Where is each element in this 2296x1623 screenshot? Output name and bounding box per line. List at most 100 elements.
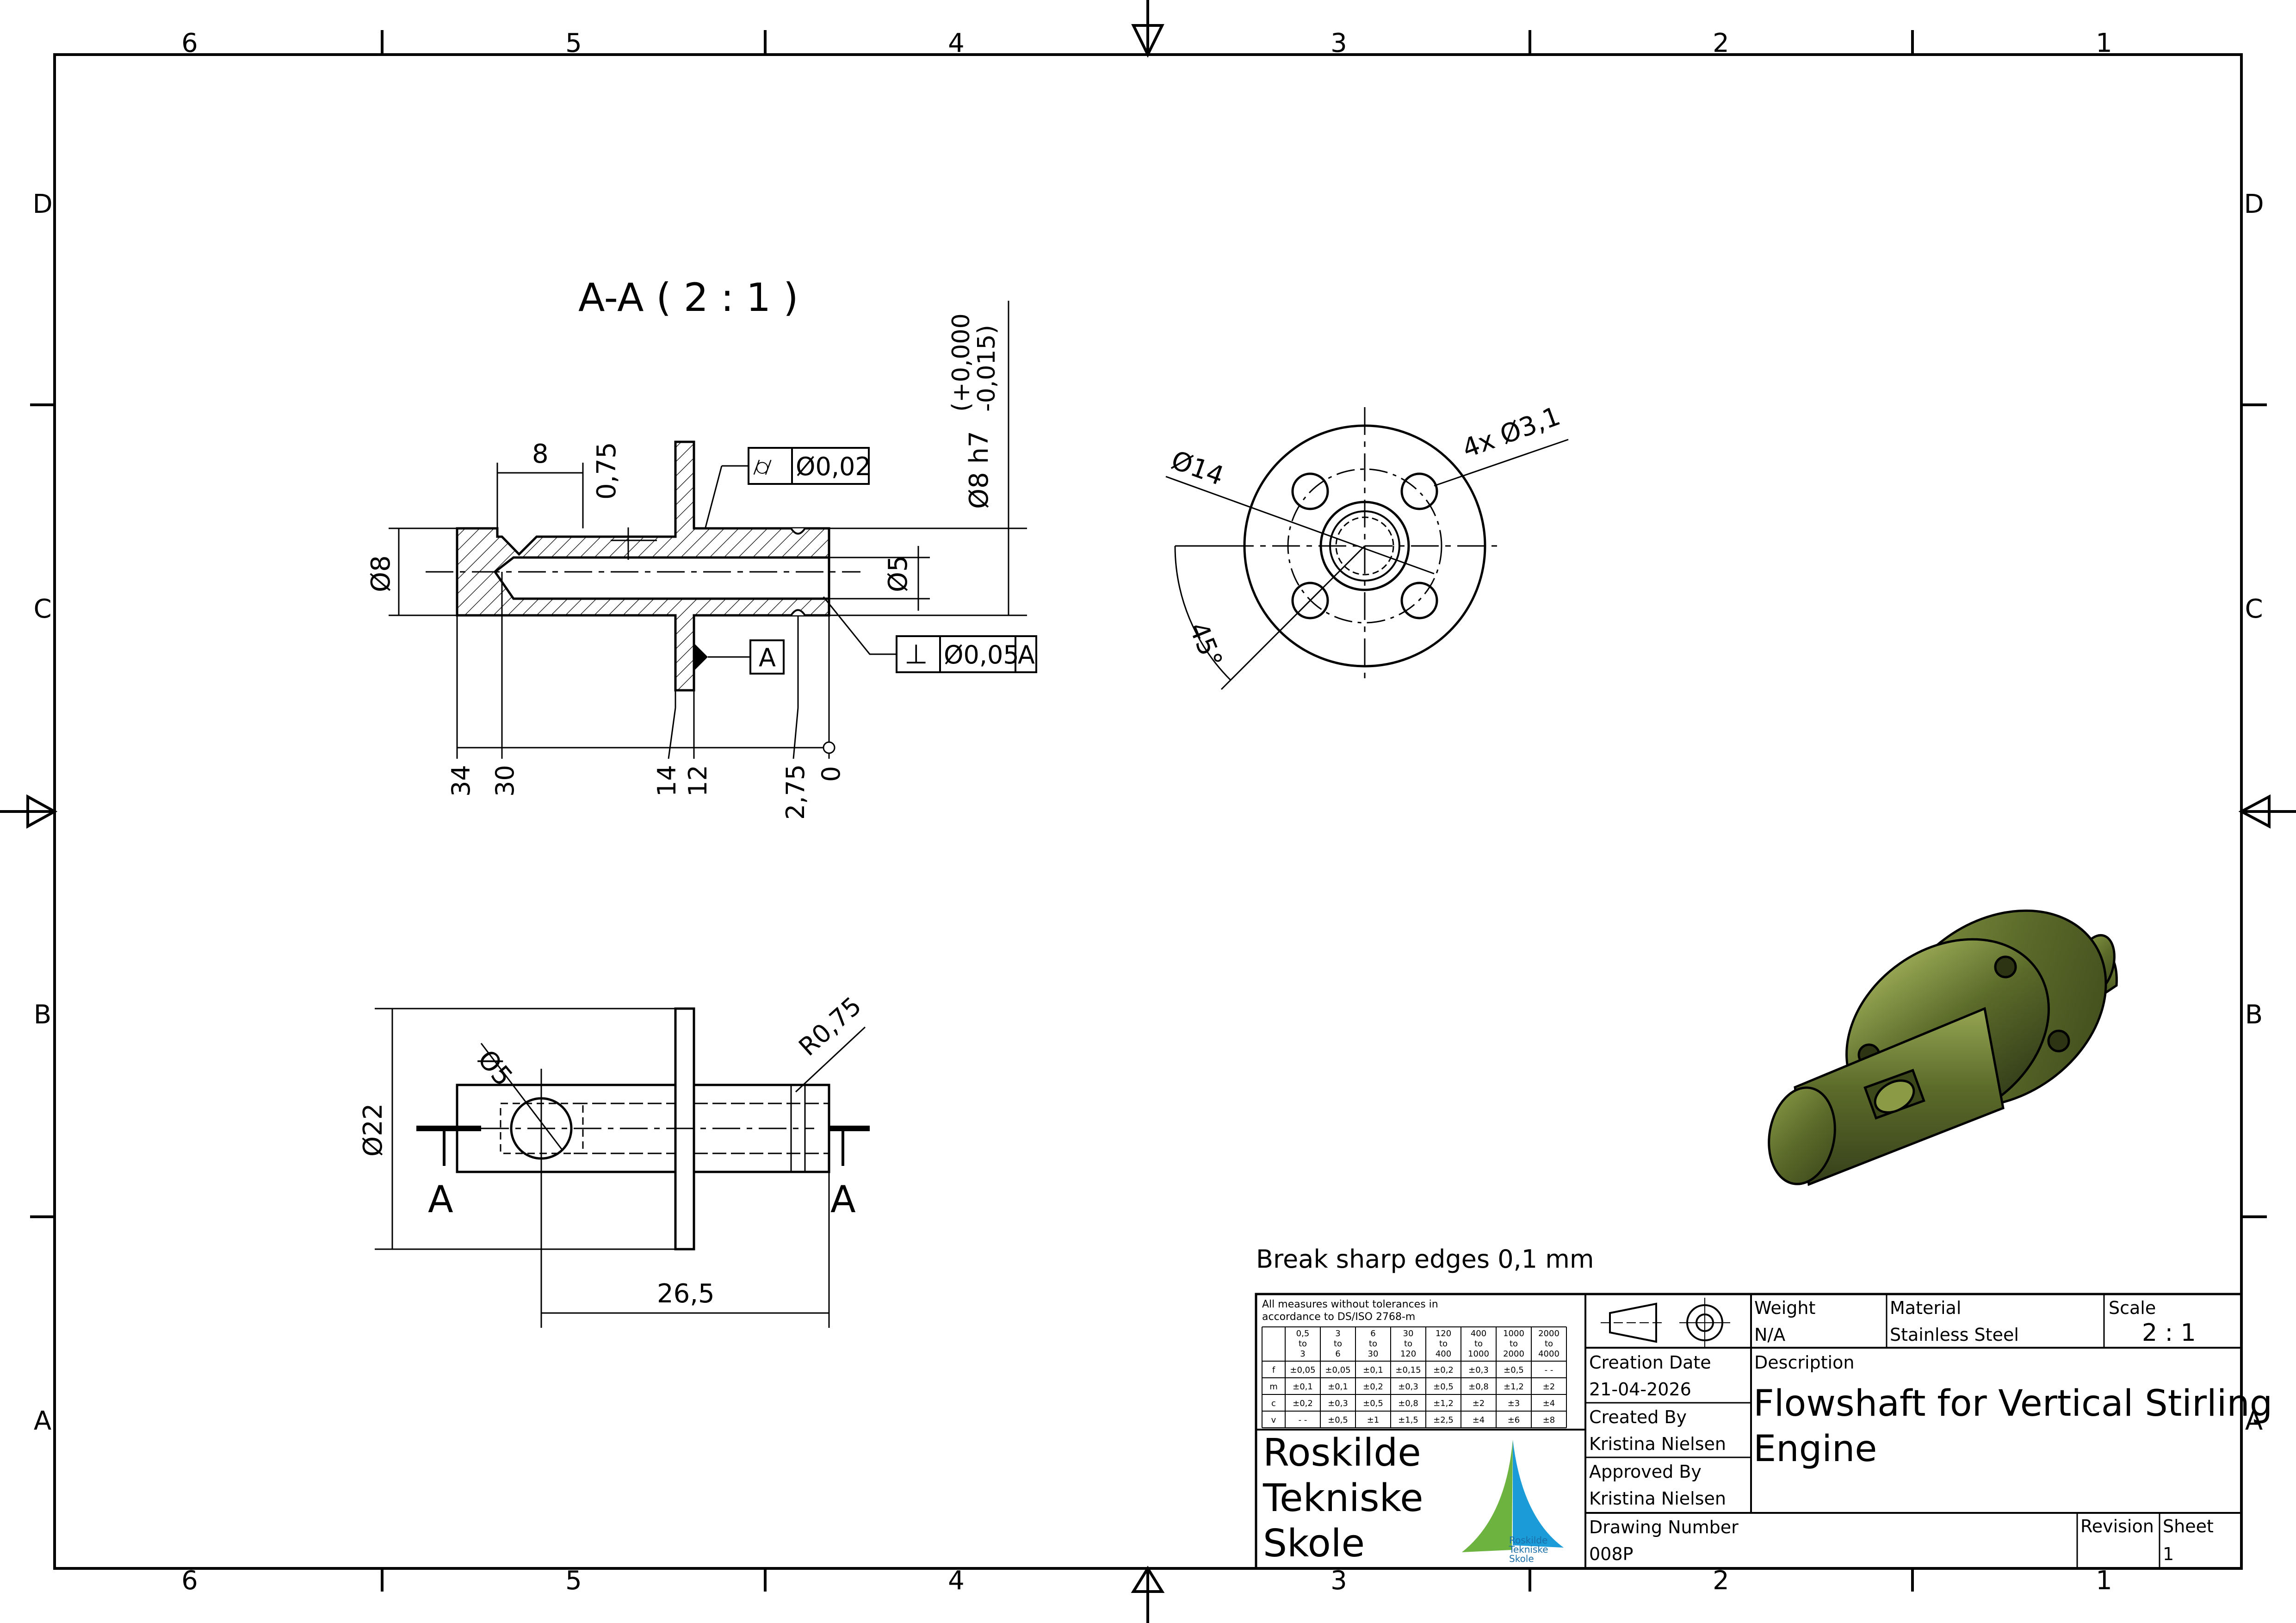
scale-value: 2 : 1 bbox=[2142, 1319, 2196, 1347]
section-mark-right: A bbox=[830, 1178, 856, 1221]
table-cell: ±4 bbox=[1473, 1415, 1485, 1425]
column-label-6-bottom: 6 bbox=[181, 1566, 198, 1596]
dim-groove-depth: 0,75 bbox=[592, 442, 622, 500]
table-row-class: m bbox=[1269, 1382, 1278, 1392]
table-cell: ±0,05 bbox=[1325, 1365, 1350, 1375]
row-label-c: C bbox=[33, 594, 51, 624]
section-view-a-a: A-A ( 2 : 1 ) Ø8 8 0,75 Ø5 bbox=[366, 275, 1037, 820]
table-header-cell: 2000 bbox=[1538, 1329, 1560, 1338]
table-cell: ±0,5 bbox=[1504, 1365, 1524, 1375]
end-view bbox=[1165, 407, 1569, 690]
column-label-1-bottom: 1 bbox=[2096, 1566, 2112, 1596]
column-label-3-bottom: 3 bbox=[1331, 1566, 1347, 1596]
sheet-label: Sheet bbox=[2163, 1516, 2214, 1536]
dim-dia-8-left: Ø8 bbox=[366, 555, 396, 592]
row-label-c-right: C bbox=[2245, 594, 2263, 624]
logo-green-shape bbox=[1462, 1440, 1513, 1552]
table-cell: ±1,5 bbox=[1398, 1415, 1418, 1425]
logo-text-3: Skole bbox=[1509, 1553, 1534, 1564]
row-label-d: D bbox=[32, 189, 52, 219]
table-cell: ±1,2 bbox=[1433, 1399, 1454, 1408]
gdt-perp-datum: A bbox=[1018, 640, 1035, 669]
table-cell: ±0,3 bbox=[1398, 1382, 1418, 1392]
table-header-cell: 400 bbox=[1436, 1349, 1451, 1359]
section-title: A-A ( 2 : 1 ) bbox=[578, 275, 798, 320]
dim-8-top: 8 bbox=[532, 439, 549, 469]
table-cell: ±1,2 bbox=[1504, 1382, 1524, 1392]
row-label-b-right: B bbox=[2245, 1000, 2263, 1030]
table-cell: ±0,15 bbox=[1395, 1365, 1421, 1375]
tolerance-caption-1: All measures without tolerances in bbox=[1262, 1299, 1438, 1310]
table-cell: ±0,5 bbox=[1363, 1399, 1383, 1408]
table-header-cell: to bbox=[1510, 1339, 1518, 1349]
approved-by-label: Approved By bbox=[1589, 1462, 1702, 1482]
table-cell: ±0,3 bbox=[1328, 1399, 1348, 1408]
column-label-2: 2 bbox=[1713, 28, 1729, 58]
dim-flange: Ø22 bbox=[358, 1103, 388, 1157]
table-cell: ±0,5 bbox=[1328, 1415, 1348, 1425]
table-header-cell: 0,5 bbox=[1296, 1329, 1310, 1338]
table-cell: ±2 bbox=[1543, 1382, 1555, 1392]
weight-value: N/A bbox=[1754, 1325, 1785, 1345]
material-label: Material bbox=[1890, 1298, 1961, 1318]
creation-date-label: Creation Date bbox=[1589, 1352, 1711, 1373]
table-header-cell: 30 bbox=[1368, 1349, 1379, 1359]
tolerance-upper: (+0,000 bbox=[947, 313, 975, 412]
table-header-cell: to bbox=[1545, 1339, 1553, 1349]
logo-blue-shape bbox=[1513, 1440, 1564, 1548]
table-header-cell: 30 bbox=[1403, 1329, 1414, 1338]
column-label-5: 5 bbox=[565, 28, 582, 58]
table-header-cell: 120 bbox=[1400, 1349, 1416, 1359]
dim-dia-5: Ø5 bbox=[883, 555, 913, 592]
table-header-cell: 400 bbox=[1471, 1329, 1486, 1338]
drawing-number-value: 008P bbox=[1589, 1544, 1633, 1564]
table-row-class: c bbox=[1271, 1399, 1276, 1408]
tolerance-caption-2: accordance to DS/ISO 2768-m bbox=[1262, 1311, 1415, 1323]
table-cell: ±0,2 bbox=[1363, 1382, 1383, 1392]
table-header-cell: 6 bbox=[1370, 1329, 1375, 1338]
ordinate-0: 0 bbox=[817, 766, 846, 782]
ordinate-30: 30 bbox=[490, 765, 520, 797]
table-cell: ±0,2 bbox=[1293, 1399, 1313, 1408]
ordinate-12: 12 bbox=[683, 765, 712, 797]
created-by-label: Created By bbox=[1589, 1407, 1687, 1427]
gdt-circularity-value: Ø0,02 bbox=[796, 452, 871, 481]
table-cell: ±0,8 bbox=[1468, 1382, 1489, 1392]
table-header-cell: to bbox=[1474, 1339, 1483, 1349]
note-break-edges: Break sharp edges 0,1 mm bbox=[1256, 1245, 1594, 1274]
school-name-line-3: Skole bbox=[1263, 1522, 1365, 1566]
datum-label: A bbox=[759, 643, 776, 672]
gdt-perp-value: Ø0,05 bbox=[944, 640, 1019, 669]
isometric-view bbox=[1768, 909, 2118, 1186]
column-label-5-bottom: 5 bbox=[565, 1566, 582, 1596]
column-label-4: 4 bbox=[948, 28, 965, 58]
table-cell: - - bbox=[1545, 1365, 1553, 1375]
description-line-1: Flowshaft for Vertical Stirling bbox=[1753, 1383, 2272, 1425]
dim-bolt-circle: Ø14 bbox=[1167, 445, 1228, 492]
row-label-a-right: A bbox=[2245, 1406, 2263, 1436]
ordinate-2-75: 2,75 bbox=[781, 764, 810, 820]
dim-groove-radius: R0,75 bbox=[793, 991, 867, 1061]
table-cell: ±2 bbox=[1473, 1399, 1485, 1408]
table-cell: ±0,1 bbox=[1328, 1382, 1348, 1392]
column-label-4-bottom: 4 bbox=[948, 1566, 965, 1596]
table-header-cell: 4000 bbox=[1538, 1349, 1560, 1359]
table-header-cell: to bbox=[1404, 1339, 1412, 1349]
drawing-number-label: Drawing Number bbox=[1589, 1517, 1739, 1537]
table-cell: ±1 bbox=[1367, 1415, 1380, 1425]
table-header-cell: to bbox=[1299, 1339, 1307, 1349]
weight-label: Weight bbox=[1754, 1298, 1815, 1318]
school-name-line-2: Tekniske bbox=[1262, 1476, 1423, 1520]
table-cell: ±0,05 bbox=[1290, 1365, 1315, 1375]
table-cell: ±0,5 bbox=[1433, 1382, 1454, 1392]
table-cell: ±8 bbox=[1543, 1415, 1555, 1425]
side-view bbox=[375, 1007, 870, 1328]
created-by-value: Kristina Nielsen bbox=[1589, 1434, 1726, 1454]
tolerance-table: All measures without tolerances in accor… bbox=[1262, 1299, 1567, 1428]
dim-holes: 4x Ø3,1 bbox=[1459, 401, 1565, 464]
table-header-cell: to bbox=[1334, 1339, 1342, 1349]
table-header-cell: 3 bbox=[1300, 1349, 1305, 1359]
table-header-cell: 1000 bbox=[1468, 1349, 1489, 1359]
school-name-line-1: Roskilde bbox=[1263, 1431, 1421, 1475]
